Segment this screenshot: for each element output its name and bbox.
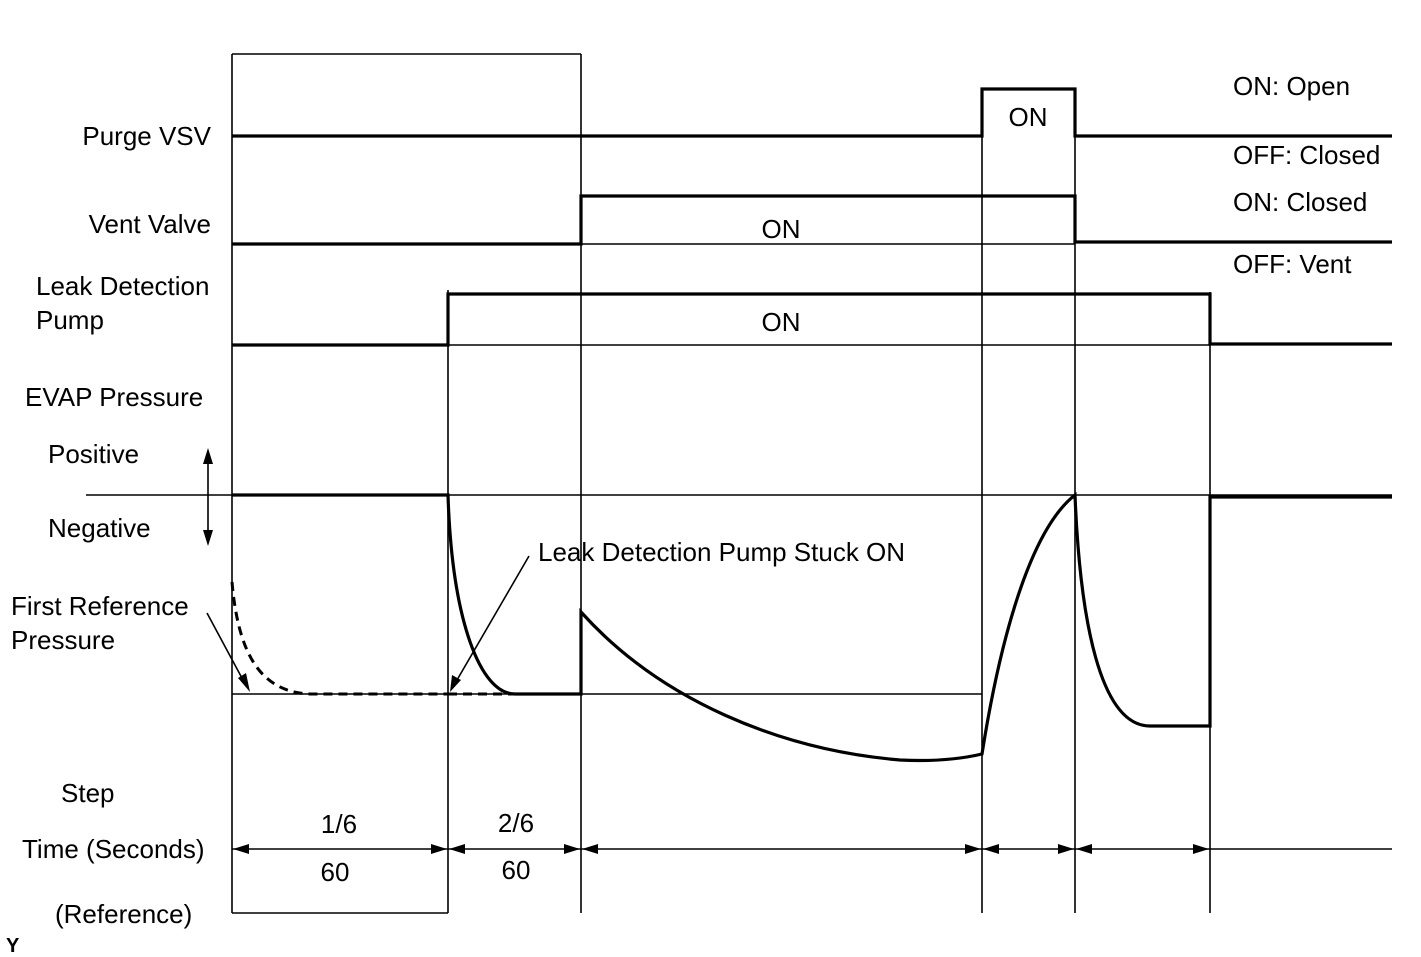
- first-reference-label-2: Pressure: [11, 625, 115, 655]
- purge-vsv-label: Purge VSV: [82, 121, 211, 151]
- time-2-value: 60: [502, 855, 531, 885]
- purge-vsv-on-text: ON: [1009, 102, 1048, 132]
- evap-pressure-label: EVAP Pressure: [25, 382, 203, 412]
- stuck-on-annotation: Leak Detection Pump Stuck ON: [538, 537, 905, 567]
- pressure-direction-arrow-icon: [203, 448, 213, 546]
- step-label: Step: [61, 778, 115, 808]
- negative-label: Negative: [48, 513, 151, 543]
- leak-pump-row: Leak Detection Pump ON: [36, 271, 1392, 347]
- purge-vsv-row: Purge VSV ON ON: Open OFF: Closed: [82, 71, 1392, 170]
- vent-valve-legend-on: ON: Closed: [1233, 187, 1367, 217]
- time-label: Time (Seconds): [22, 834, 205, 864]
- vent-valve-on-text: ON: [762, 214, 801, 244]
- purge-vsv-waveform: [232, 87, 1392, 138]
- interval-arrowheads: [233, 844, 1209, 854]
- reference-label: (Reference): [55, 899, 192, 929]
- evap-pressure-waveform: [232, 491, 1392, 763]
- purge-vsv-legend-off: OFF: Closed: [1233, 140, 1380, 170]
- step-boundary-lines: [231, 53, 1211, 914]
- first-reference-dashed-curve: [230, 581, 448, 696]
- leak-pump-label-2: Pump: [36, 305, 104, 335]
- positive-label: Positive: [48, 439, 139, 469]
- step-2-value: 2/6: [498, 808, 534, 838]
- step-time-section: Step Time (Seconds) (Reference) 1/6 60 2…: [22, 778, 1392, 929]
- evap-pressure-section: EVAP Pressure Positive Negative First Re…: [11, 382, 1392, 763]
- time-1-value: 60: [321, 857, 350, 887]
- leak-pump-on-text: ON: [762, 307, 801, 337]
- vent-valve-waveform: [232, 194, 1392, 246]
- figure-id: Y: [6, 935, 20, 957]
- first-reference-label-1: First Reference: [11, 591, 189, 621]
- stuck-on-arrow-icon: [450, 555, 530, 692]
- first-reference-arrow-icon: [206, 612, 250, 692]
- leak-pump-label-1: Leak Detection: [36, 271, 209, 301]
- vent-valve-row: Vent Valve ON ON: Closed OFF: Vent: [89, 187, 1392, 279]
- vent-valve-label: Vent Valve: [89, 209, 211, 239]
- vent-valve-legend-off: OFF: Vent: [1233, 249, 1352, 279]
- purge-vsv-legend-on: ON: Open: [1233, 71, 1350, 101]
- step-1-value: 1/6: [321, 809, 357, 839]
- leak-pump-waveform: [232, 292, 1392, 347]
